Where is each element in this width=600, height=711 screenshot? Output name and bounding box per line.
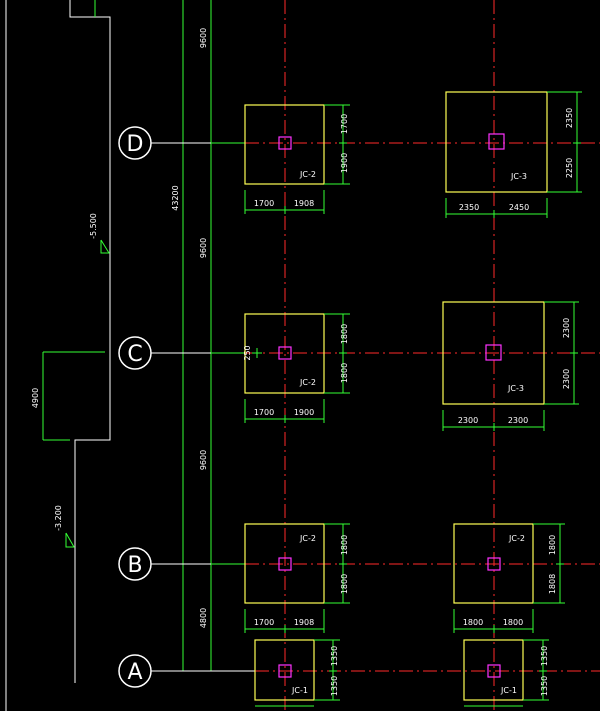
column-d1 bbox=[278, 136, 292, 150]
axis-bubble-b: B bbox=[118, 547, 152, 581]
axis-label-c: C bbox=[127, 342, 142, 367]
footing-b1: JC-2 1800 1800 1700 1908 bbox=[244, 523, 350, 633]
footing-c2-dim-left: 2300 bbox=[458, 416, 478, 425]
footing-b1-dim-left: 1700 bbox=[254, 618, 274, 627]
column-a1 bbox=[278, 664, 292, 678]
footing-d1-dims bbox=[244, 104, 350, 214]
footing-a2-label: JC-1 bbox=[500, 686, 517, 695]
footing-b2-dims bbox=[453, 523, 565, 633]
elevation-mark-lower: -3.200 bbox=[54, 505, 75, 548]
marker-label: 250 bbox=[243, 345, 252, 360]
footing-c2-dim-bottom: 2300 bbox=[562, 369, 571, 389]
footing-d2: JC-3 2350 2250 2350 2450 bbox=[445, 91, 582, 218]
footing-b1-dims bbox=[244, 523, 350, 633]
footing-c2-dims bbox=[442, 301, 579, 431]
footing-c2: JC-3 2300 2300 2300 2300 bbox=[442, 301, 579, 431]
column-a2 bbox=[487, 664, 501, 678]
footing-b2-label: JC-2 bbox=[508, 534, 525, 543]
footing-d2-dim-right: 2450 bbox=[509, 203, 529, 212]
footing-b1-dim-top: 1800 bbox=[340, 535, 349, 555]
horizontal-axes bbox=[151, 142, 600, 672]
elevation-upper-label: -5.500 bbox=[89, 213, 98, 239]
footing-c1: JC-2 250 1800 1800 1700 1900 bbox=[243, 313, 350, 423]
footing-b2-dim-top: 1800 bbox=[548, 535, 557, 555]
section-dim-label: 4900 bbox=[31, 388, 40, 408]
footing-d1-dim-top: 1700 bbox=[340, 114, 349, 134]
footing-b2: JC-2 1800 1808 1800 1800 bbox=[453, 523, 565, 633]
footing-b2-dim-right: 1800 bbox=[503, 618, 523, 627]
footing-d1-dim-right: 1908 bbox=[294, 199, 314, 208]
axis-spacing-lower: 4800 bbox=[199, 608, 208, 628]
footing-c1-dim-right: 1900 bbox=[294, 408, 314, 417]
footing-c2-label: JC-3 bbox=[507, 384, 524, 393]
wall-outline bbox=[69, 0, 111, 683]
footing-b2-dim-bottom: 1808 bbox=[548, 574, 557, 594]
axis-label-b: B bbox=[127, 553, 142, 578]
axis-bubble-c: C bbox=[118, 336, 152, 370]
axis-bubble-a: A bbox=[118, 654, 152, 688]
footing-c2-dim-right: 2300 bbox=[508, 416, 528, 425]
footing-d1: JC-2 1700 1900 1700 1908 bbox=[244, 104, 350, 214]
column-b2 bbox=[487, 557, 501, 571]
footing-b2-dim-left: 1800 bbox=[463, 618, 483, 627]
column-b1 bbox=[278, 557, 292, 571]
column-c2 bbox=[485, 344, 502, 361]
footing-c1-dim-top: 1800 bbox=[340, 324, 349, 344]
footing-d1-dim-bottom: 1900 bbox=[340, 153, 349, 173]
footing-c2-dim-top: 2300 bbox=[562, 318, 571, 338]
axis-bubble-d: D bbox=[118, 126, 152, 160]
footing-c1-dims bbox=[244, 313, 350, 423]
axis-label-d: D bbox=[127, 132, 144, 157]
column-c1 bbox=[278, 346, 292, 360]
footing-b1-dim-bottom: 1800 bbox=[340, 574, 349, 594]
footing-a2-dims bbox=[464, 639, 549, 707]
footing-a1: JC-1 1350 1350 bbox=[254, 639, 340, 707]
axis-spacing-top: 9600 bbox=[199, 28, 208, 48]
footing-a2-dim-bottom: 1350 bbox=[540, 676, 549, 696]
elevation-mark-upper: -5.500 bbox=[89, 213, 110, 254]
footing-a2: JC-1 1350 1350 bbox=[463, 639, 549, 707]
footing-d2-dim-left: 2350 bbox=[459, 203, 479, 212]
footing-d2-label: JC-3 bbox=[510, 172, 527, 181]
column-d2 bbox=[488, 133, 505, 150]
footing-b1-label: JC-2 bbox=[299, 534, 316, 543]
footing-c1-dim-left: 1700 bbox=[254, 408, 274, 417]
footing-d1-label: JC-2 bbox=[299, 170, 316, 179]
section-dimension bbox=[42, 351, 105, 441]
footing-d2-dims bbox=[445, 91, 582, 218]
footing-b1-dim-right: 1908 bbox=[294, 618, 314, 627]
footing-c1-dim-bottom: 1800 bbox=[340, 363, 349, 383]
axis-spacing-upper: 9600 bbox=[199, 238, 208, 258]
footing-a1-dim-bottom: 1350 bbox=[330, 676, 339, 696]
building-outline bbox=[69, 0, 111, 683]
footing-c1-label: JC-2 bbox=[299, 378, 316, 387]
footing-a1-dims bbox=[255, 639, 340, 707]
elevation-lower-label: -3.200 bbox=[54, 505, 63, 531]
footing-d2-dim-bottom: 2250 bbox=[565, 158, 574, 178]
vertical-axes bbox=[284, 0, 495, 711]
footing-a1-dim-top: 1350 bbox=[330, 646, 339, 666]
footing-d2-dim-top: 2350 bbox=[565, 108, 574, 128]
axis-spacing-middle: 9600 bbox=[199, 450, 208, 470]
footing-a2-dim-top: 1350 bbox=[540, 646, 549, 666]
footing-a1-label: JC-1 bbox=[291, 686, 308, 695]
axis-label-a: A bbox=[127, 660, 142, 685]
axis-spacing-total: 43200 bbox=[171, 185, 180, 210]
footing-d1-dim-left: 1700 bbox=[254, 199, 274, 208]
